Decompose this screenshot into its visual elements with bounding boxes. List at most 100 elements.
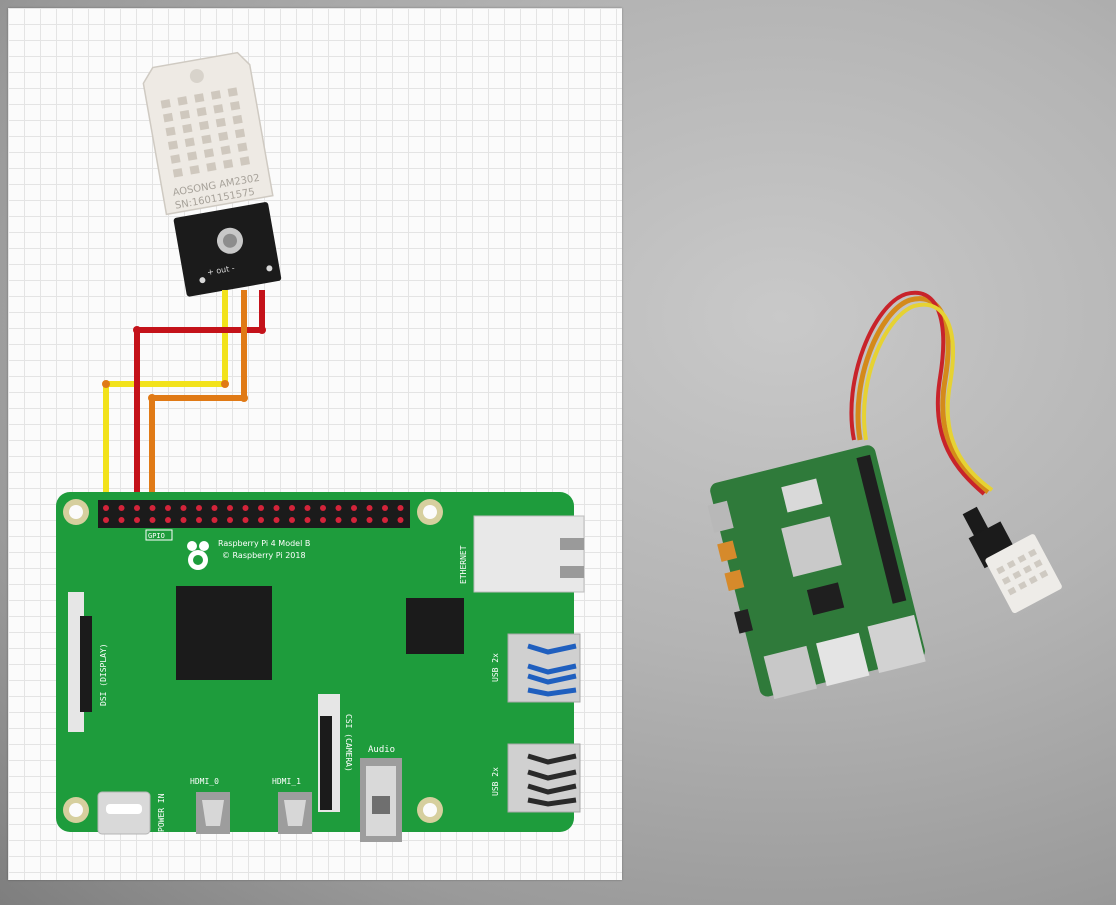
photo-sensor-vent-slot xyxy=(1017,554,1027,563)
photo-sensor-vent-slot xyxy=(996,565,1006,575)
photo-sensor-vent-slot xyxy=(1023,564,1033,574)
photo-sensor-vent-slot xyxy=(1006,559,1016,569)
photo-sensor-housing xyxy=(985,534,1062,614)
gpio-pin xyxy=(196,505,202,511)
soc-chip xyxy=(176,586,272,680)
gpio-pin xyxy=(397,517,404,523)
gpio-pins xyxy=(103,505,404,523)
sensor-vent-slot xyxy=(194,93,205,103)
raspberry-pi-4-board: GPIO Raspberry Pi 4 Model B © Raspberry … xyxy=(56,492,585,842)
photo-sensor-vent-slot xyxy=(1033,559,1043,568)
sensor-vent-slot xyxy=(177,96,188,106)
gpio-pin xyxy=(196,517,202,523)
hdmi0-port-opening xyxy=(202,800,224,826)
pi-mounting-holes xyxy=(63,499,443,823)
usb-label-1: USB 2x xyxy=(491,653,500,682)
usb3-tongue-icon xyxy=(527,673,577,697)
gpio-pin xyxy=(289,505,295,511)
photo-dht22-sensor xyxy=(962,506,1062,614)
pi-copyright-text: © Raspberry Pi 2018 xyxy=(222,551,306,560)
gpio-pin xyxy=(134,505,140,511)
sensor-vent-slot xyxy=(187,151,198,161)
wire-joint xyxy=(102,380,110,388)
gpio-label-box xyxy=(145,529,173,541)
usb-label-2: USB 2x xyxy=(491,767,500,796)
photo-pi-usb xyxy=(763,645,818,700)
sensor-vent-slot xyxy=(170,154,181,164)
wire-joint xyxy=(258,326,266,334)
sensor-vent-slot xyxy=(189,165,200,175)
power-label: POWER IN xyxy=(157,793,166,832)
photo-sensor-vent-slot xyxy=(1028,548,1038,558)
gpio-pin xyxy=(366,505,373,511)
sensor-vent-slot xyxy=(196,107,207,117)
photo-raspberry-pi xyxy=(707,445,926,700)
gpio-pin xyxy=(242,517,249,523)
photo-pi-port xyxy=(717,540,738,562)
ethernet-led xyxy=(560,566,584,578)
sensor-pin-dot xyxy=(199,277,206,284)
sensor-vent-slot xyxy=(220,145,231,155)
photo-pi-chip xyxy=(781,478,823,513)
ethernet-led xyxy=(560,538,584,550)
gpio-pin xyxy=(165,505,171,511)
gpio-pin xyxy=(351,517,357,523)
wire-joint xyxy=(133,326,141,334)
gpio-pin xyxy=(304,505,311,511)
sensor-mount-hole-inner xyxy=(222,233,237,248)
gpio-pin xyxy=(227,505,233,511)
sensor-vent-slot xyxy=(198,120,210,131)
gpio-pin xyxy=(382,517,388,523)
wire-vcc-red xyxy=(134,290,265,510)
dsi-label: DSI (DISPLAY) xyxy=(99,643,108,706)
sensor-top-hole xyxy=(189,69,204,84)
wire-joint xyxy=(240,394,248,402)
gpio-pin xyxy=(103,505,109,511)
power-port-opening xyxy=(106,804,142,814)
sensor-vent-slot xyxy=(163,112,174,123)
gpio-pin xyxy=(258,517,264,523)
pi-pcb xyxy=(56,492,574,832)
gpio-pin xyxy=(320,505,326,511)
photo-sensor-vent-slot xyxy=(1012,570,1022,580)
photo-pi-port xyxy=(724,569,745,591)
gpio-pin xyxy=(180,517,187,523)
sensor-vent-slot xyxy=(222,159,234,169)
gpio-pin xyxy=(273,517,280,523)
usb2-tongue-icon xyxy=(527,753,577,781)
sensor-vent-slot xyxy=(160,99,171,109)
usb2-tongue-icon xyxy=(527,783,577,807)
gpio-pin xyxy=(273,505,280,511)
sensor-vent-slot xyxy=(227,87,238,97)
audio-jack-port xyxy=(372,796,390,814)
gpio-pin xyxy=(134,517,140,523)
gpio-header xyxy=(98,500,410,528)
pi-model-text: Raspberry Pi 4 Model B xyxy=(218,539,310,548)
csi-connector-slot xyxy=(320,716,332,810)
hdmi1-label: HDMI_1 xyxy=(272,777,301,786)
sensor-vent-slot xyxy=(167,140,179,150)
sensor-vent-slot xyxy=(172,168,184,178)
gpio-pin xyxy=(304,517,311,523)
audio-label: Audio xyxy=(368,745,395,755)
sensor-vent-slot xyxy=(230,101,241,111)
csi-label: CSI (CAMERA) xyxy=(344,714,353,772)
dht22-sensor-module: + out - AOSONG AM2302 SN:1601151575 xyxy=(142,51,282,297)
sensor-vent-slot xyxy=(210,90,222,100)
sensor-vent-slot xyxy=(237,142,248,152)
gpio-pin xyxy=(227,517,233,523)
gpio-label: GPIO xyxy=(148,532,165,540)
photo-pi-usb xyxy=(816,632,870,687)
wire-gnd-orange xyxy=(149,290,247,520)
photo-sensor-vent-slot xyxy=(1001,576,1011,585)
gpio-pin xyxy=(397,505,404,511)
ethernet-port xyxy=(473,515,585,593)
wire-data-yellow xyxy=(103,290,228,520)
sensor-vent-slot xyxy=(203,148,215,158)
photo-pi-chip xyxy=(806,582,845,616)
sensor-vent-slot xyxy=(182,123,193,134)
photo-pi-gpio xyxy=(856,454,907,604)
sensor-vent-slot xyxy=(201,134,212,145)
photo-sensor-vent-slot xyxy=(1007,586,1017,596)
